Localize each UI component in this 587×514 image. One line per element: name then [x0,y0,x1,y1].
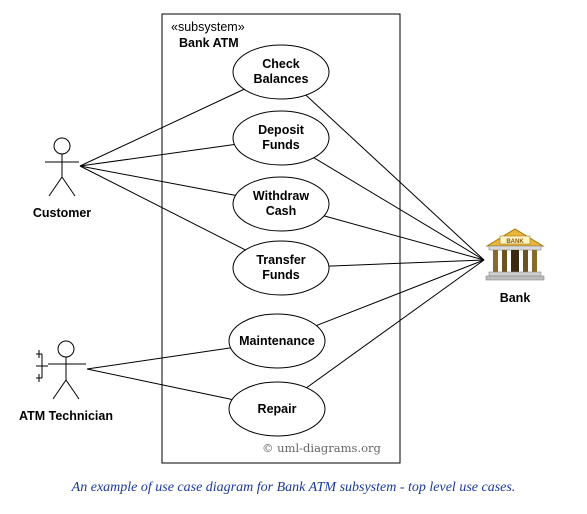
actor-bank[interactable]: BANK [485,228,545,281]
use-case-label: Check [262,57,300,71]
association-lines [79,88,485,401]
actor-head [57,340,75,358]
association-line-technician-repair [86,368,233,401]
use-case-label: Cash [266,204,297,218]
actor-leg-left [48,176,63,197]
association-line-check-balances-bank [305,94,485,261]
use-case-ellipse [232,240,330,296]
use-case-withdraw-cash[interactable]: Withdraw Cash [232,176,330,232]
use-case-label: Balances [254,72,309,86]
actor-customer[interactable] [45,137,79,197]
association-line-transfer-funds-bank [328,259,485,267]
use-case-label: Repair [258,402,297,416]
association-line-customer-deposit-funds [79,143,235,167]
use-case-ellipse [228,381,326,437]
use-case-check-balances[interactable]: Check Balances [232,44,330,100]
use-case-label: Deposit [258,123,305,137]
use-case-label: Transfer [256,253,305,267]
use-case-ellipse [232,176,330,232]
use-case-diagram: «subsystem» Bank ATM Check Balances Depo… [19,13,545,464]
association-line-deposit-funds-bank [313,157,485,261]
system-name: Bank ATM [179,36,239,50]
use-case-transfer-funds[interactable]: Transfer Funds [232,240,330,296]
use-case-deposit-funds[interactable]: Deposit Funds [232,110,330,166]
system-stereotype: «subsystem» [171,20,245,34]
actor-technician-label: ATM Technician [19,409,113,423]
use-case-label: Maintenance [239,334,315,348]
actor-leg-left [52,379,67,400]
association-line-technician-maintenance [86,347,231,370]
association-line-withdraw-cash-bank [323,215,485,261]
actor-bank-label: Bank [500,291,531,305]
actor-leg-right [65,379,80,400]
use-case-ellipse [232,110,330,166]
figure-caption: An example of use case diagram for Bank … [71,480,516,495]
association-line-customer-withdraw-cash [79,165,236,196]
association-line-customer-transfer-funds [79,165,246,251]
wrench-icon [36,350,48,382]
use-case-label: Funds [262,268,300,282]
use-case-ellipse [232,44,330,100]
use-case-label: Withdraw [253,189,309,203]
use-case-ellipse [228,313,326,369]
system-boundary [161,13,401,464]
bank-building-icon: BANK [485,228,545,281]
actor-atm-technician[interactable] [36,340,86,400]
bank-sign-text: BANK [506,239,524,245]
use-case-maintenance[interactable]: Maintenance [228,313,326,369]
association-line-repair-bank [306,259,485,389]
use-case-label: Funds [262,138,300,152]
copyright-notice: © uml-diagrams.org [262,441,382,455]
actor-customer-label: Customer [33,206,91,220]
actor-head [53,137,71,155]
actor-leg-right [61,176,76,197]
use-case-repair[interactable]: Repair [228,381,326,437]
